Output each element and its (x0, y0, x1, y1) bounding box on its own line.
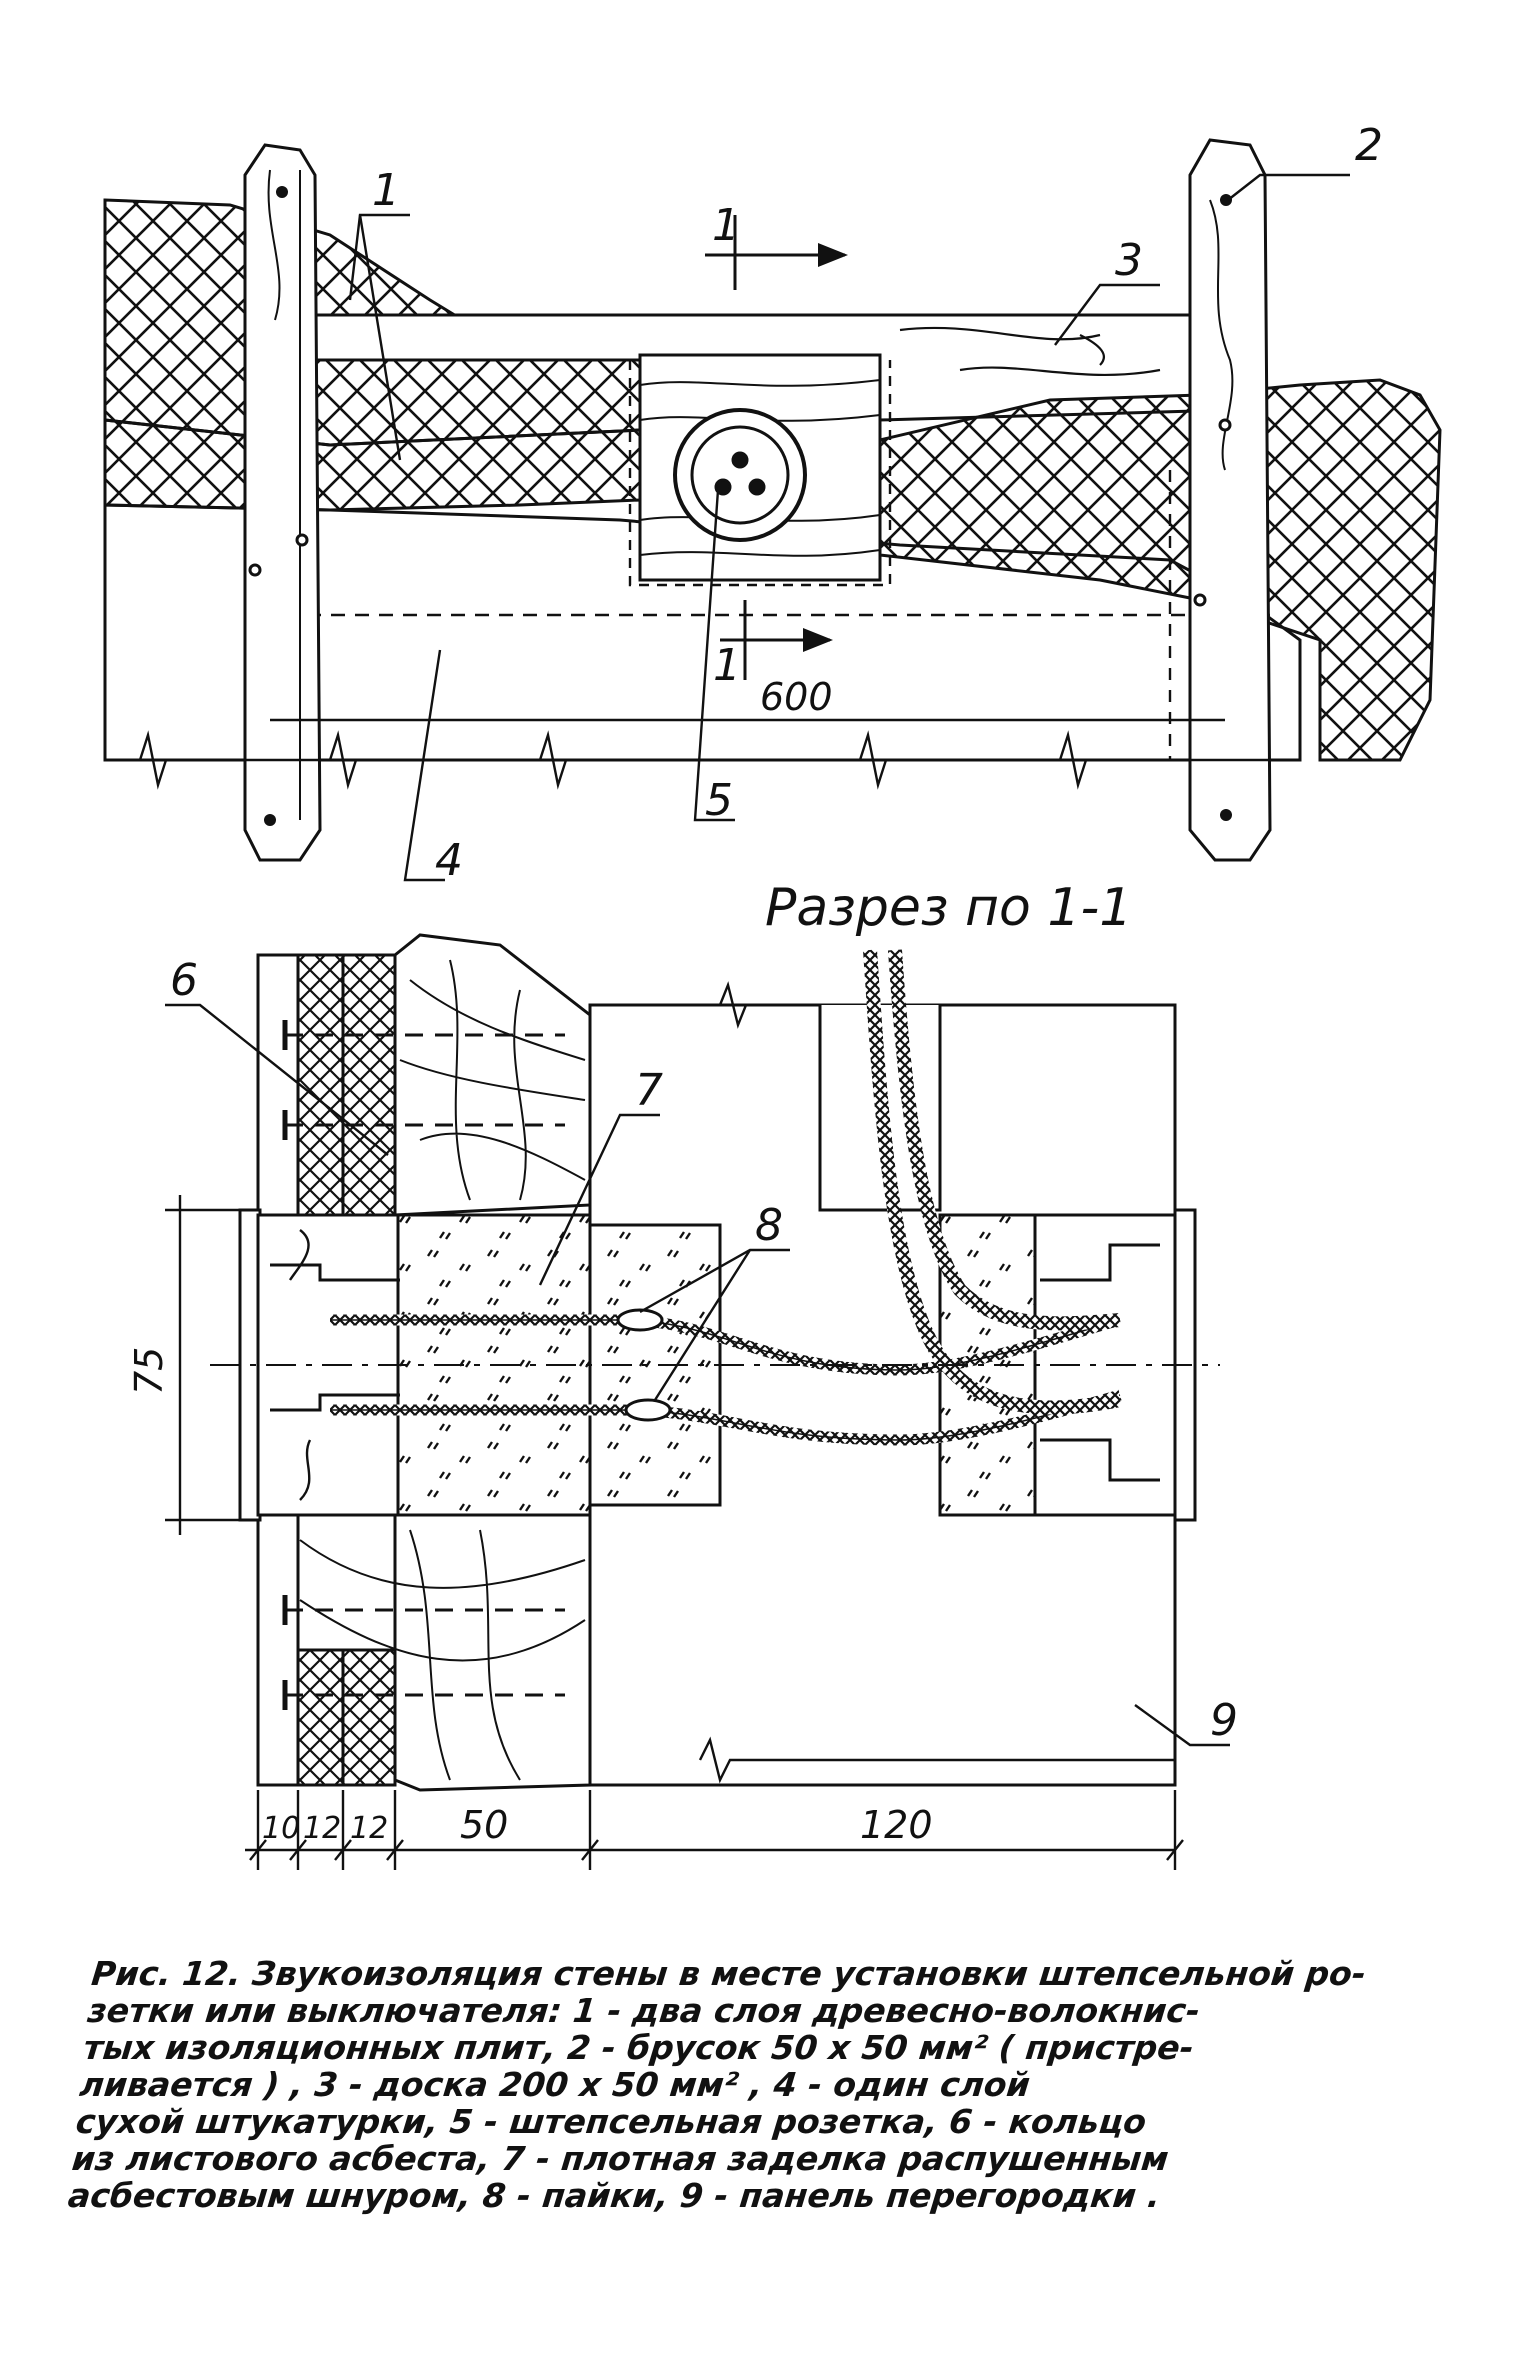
incoming-cable-2 (888, 949, 1121, 1331)
socket-inner-ring (690, 425, 790, 525)
fibreboard-section-lower-2 (341, 1648, 397, 1787)
plan-view (103, 138, 1442, 882)
caption-line: асбестовым шнуром, 8 - пайки, 9 - панель… (66, 2176, 1163, 2215)
dimension-10: 10 (262, 1811, 300, 1846)
dimension-75: 75 (127, 1347, 171, 1395)
callout-3: 3 (1115, 235, 1143, 286)
caption-line: сухой штукатурки, 5 - штепсельная розетк… (74, 2102, 1149, 2141)
fibreboard-section-lower-1 (296, 1648, 345, 1787)
batten-left (243, 143, 322, 862)
callout-4: 4 (435, 835, 463, 886)
fibreboard-section-upper-2 (341, 953, 397, 1217)
callout-8: 8 (755, 1200, 783, 1251)
batten-section-upper (393, 933, 592, 1217)
section-labels: 6 7 8 9 75 10 12 12 50 120 (127, 955, 1238, 1847)
dimension-600: 600 (760, 675, 833, 719)
fibreboard-layer-lower (103, 418, 642, 512)
dimension-12-b: 12 (350, 1811, 388, 1846)
callout-5: 5 (705, 775, 733, 826)
batten-right (1188, 138, 1272, 862)
solder-joint-upper (616, 1308, 664, 1332)
solder-joint-lower (624, 1398, 672, 1422)
caption-line: тых изоляционных плит, 2 - брусок 50 x 5… (81, 2028, 1196, 2067)
callout-6: 6 (170, 955, 198, 1006)
section-view (165, 933, 1230, 1870)
fibreboard-section-upper-1 (296, 953, 345, 1217)
caption-line: ливается ) , 3 - доска 200 x 50 мм² , 4 … (77, 2065, 1032, 2104)
plan-labels: 1 2 3 4 5 1 1 600 Разрез по 1-1 (372, 120, 1383, 938)
caption-line: зетки или выключателя: 1 - два слоя древ… (85, 1991, 1202, 2030)
incoming-cable-1 (863, 949, 1122, 1415)
dimension-12-a: 12 (303, 1811, 341, 1846)
callout-2: 2 (1355, 120, 1383, 171)
section-title: Разрез по 1-1 (765, 878, 1132, 938)
section-mark-bottom: 1 (713, 640, 741, 691)
caption-line: из листового асбеста, 7 - плотная заделк… (70, 2139, 1171, 2178)
section-mark-top: 1 (712, 200, 740, 251)
figure-caption: Рис. 12. Звукоизоляция стены в месте уст… (66, 1954, 1423, 2215)
dimension-50: 50 (460, 1803, 508, 1847)
caption-line: Рис. 12. Звукоизоляция стены в месте уст… (89, 1954, 1368, 1993)
callout-7: 7 (635, 1065, 663, 1116)
dimension-120: 120 (860, 1803, 933, 1847)
callout-1: 1 (372, 165, 400, 216)
batten-section-lower (393, 1513, 592, 1792)
callout-9: 9 (1210, 1695, 1238, 1746)
